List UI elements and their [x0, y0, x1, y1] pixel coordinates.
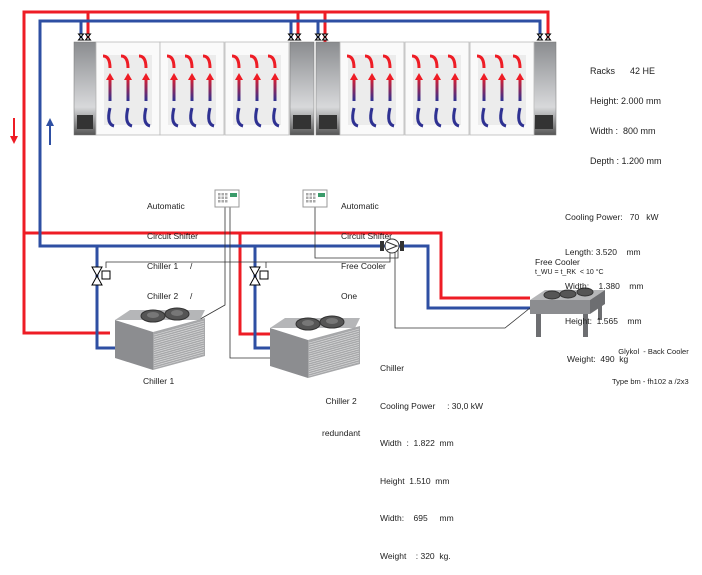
fan-icon — [319, 315, 345, 329]
cooling-unit-cabinet — [289, 41, 315, 136]
spec-line: Cooling Power : 30,0 kW — [380, 400, 483, 411]
label-line: redundant — [322, 428, 361, 438]
spec-line: Width: 1.380 mm — [565, 281, 644, 291]
server-rack — [159, 41, 225, 136]
flow-direction-arrow — [10, 118, 54, 145]
label-line: Chiller 2 / — [147, 291, 193, 301]
spec-weight: Weight: 490 kg — [567, 354, 629, 364]
spec-line: Height 1.510 mm — [380, 475, 450, 486]
server-rack — [339, 41, 405, 136]
chiller1-label: Chiller 1 — [143, 376, 175, 386]
label-line: Chiller 1 / — [147, 261, 193, 271]
shifter-chillers-label: Automatic Circuit Shifter Chiller 1 / Ch… — [147, 181, 198, 311]
spec-line: Depth : 1.200 mm — [590, 156, 662, 166]
label-line: Automatic — [341, 201, 379, 211]
cooling-diagram — [10, 10, 605, 378]
free-cooler-unit — [530, 287, 605, 337]
label-line: Glykol - Back Cooler — [618, 347, 689, 356]
spec-line: Length: 3.520 mm — [565, 246, 641, 257]
valve-icon — [91, 266, 111, 286]
pump-icon — [380, 238, 404, 254]
spec-line: Weight : 320 kg. — [380, 550, 451, 561]
cooling-unit-cabinet — [315, 41, 341, 136]
spec-line: Width : 1.822 mm — [380, 438, 454, 448]
label-line: Chiller 2 — [325, 396, 357, 406]
cooling-unit-cabinet — [531, 41, 557, 136]
spec-line: Racks 42 HE — [590, 66, 656, 76]
freecooler-spec: Cooling Power: 70 kW Length: 3.520 mm Wi… — [565, 189, 659, 377]
fan-icon — [140, 309, 166, 323]
fan-icon — [164, 307, 190, 321]
fan-icon — [543, 287, 594, 300]
label-line: Circuit Shifter — [341, 231, 393, 241]
server-rack — [469, 41, 535, 136]
rack-row — [73, 41, 557, 136]
supply-pipe — [22, 10, 550, 336]
label-line: One — [341, 291, 358, 301]
spec-line: Chiller — [380, 363, 405, 373]
spec-line: Height: 2.000 mm — [590, 96, 662, 106]
spec-line: Width: 695 mm — [380, 513, 454, 523]
server-rack — [95, 41, 161, 136]
spec-line: Cooling Power: 70 kW — [565, 212, 659, 222]
cooling-unit-cabinet — [73, 41, 97, 136]
fan-icon — [295, 317, 321, 331]
controller-icon — [214, 189, 328, 208]
shifter-freecooler-label: Automatic Circuit Shifter Free Cooler On… — [341, 181, 392, 311]
label-line: Type bm - fh102 a /2x3 — [612, 377, 689, 386]
valve-icon — [77, 33, 552, 286]
valve-icon — [249, 266, 269, 286]
racks-spec: Racks 42 HE Height: 2.000 mm Width : 800… — [590, 46, 662, 176]
label-line: Automatic — [147, 201, 185, 211]
chiller-unit-2 — [270, 315, 360, 378]
chiller-unit-1 — [115, 307, 205, 370]
chiller2-label: Chiller 2 redundant — [322, 376, 360, 448]
label-line: Circuit Shifter — [147, 231, 199, 241]
chiller-spec: Chiller Cooling Power : 30,0 kW Width : … — [380, 337, 483, 575]
server-rack — [224, 41, 290, 136]
spec-line: Height: 1.565 mm — [565, 315, 642, 326]
freecooler-title: Free Cooler — [535, 257, 580, 267]
control-wire — [105, 205, 531, 359]
spec-line: Width : 800 mm — [590, 126, 656, 136]
freecooler-temp: t_WU = t_RK < 10 °C — [535, 269, 604, 276]
label-line: Free Cooler — [341, 261, 386, 271]
server-rack — [404, 41, 470, 136]
freecooler-type: Glykol - Back Cooler Type bm - fh102 a /… — [612, 327, 689, 397]
